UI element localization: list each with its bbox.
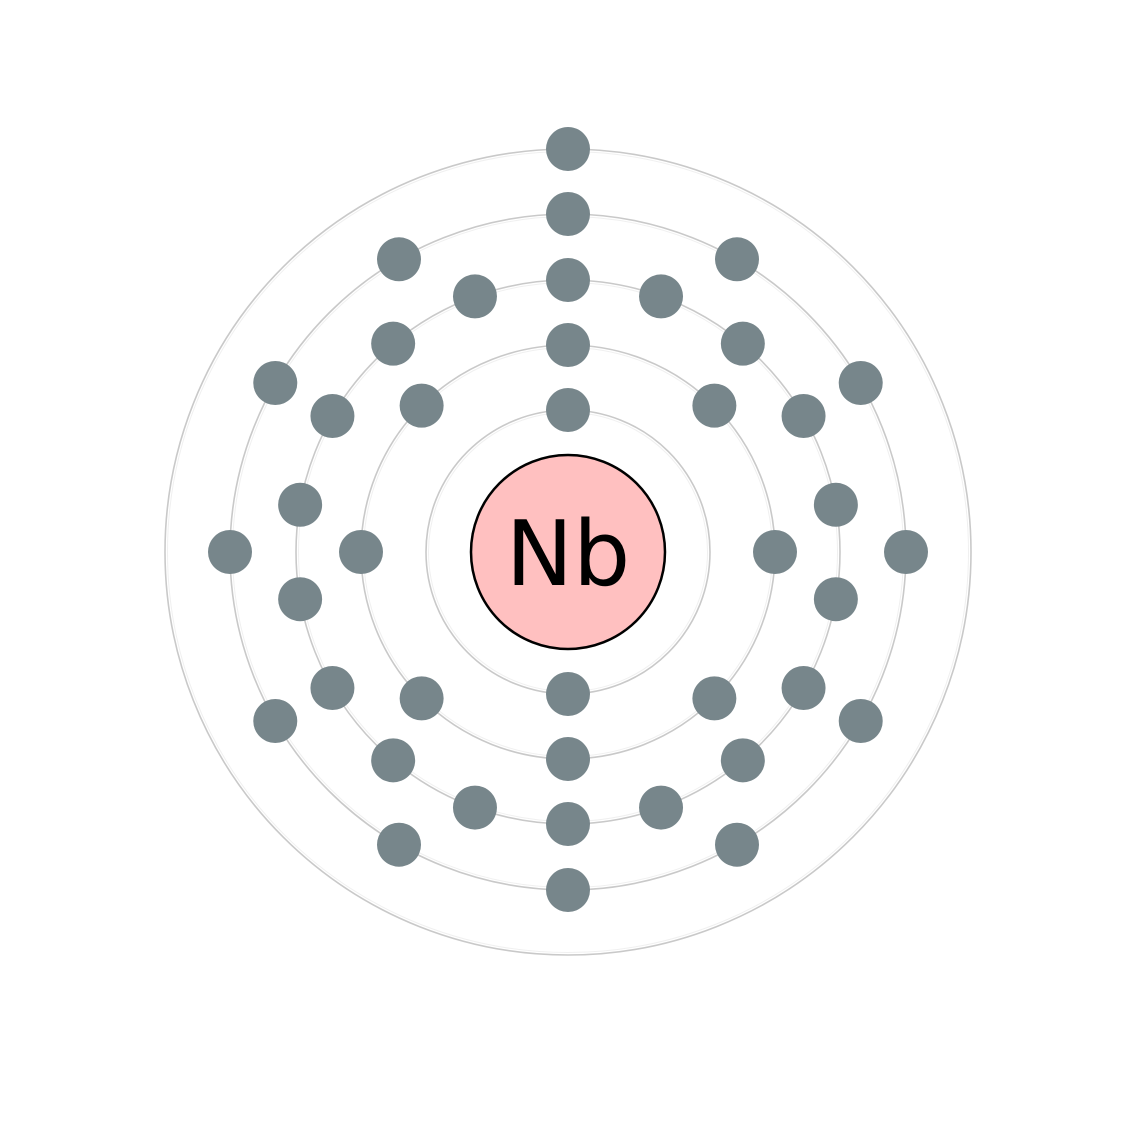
electron-shell-3-11 <box>452 785 497 830</box>
electron-shell-2-6 <box>399 676 444 721</box>
electron-shell-2-2 <box>692 383 737 428</box>
electron-shell-3-7 <box>781 666 826 710</box>
electron-shell-4-6 <box>715 822 759 867</box>
electron-shell-2-3 <box>753 530 797 574</box>
electron-shell-4-5 <box>838 699 883 743</box>
electron-shell-4-4 <box>884 530 928 574</box>
electron-shell-4-11 <box>253 361 298 405</box>
electron-shell-2-5 <box>546 737 590 781</box>
electron-shell-3-10 <box>546 802 590 846</box>
electron-shell-3-13 <box>310 666 355 710</box>
electron-shell-4-12 <box>377 237 421 282</box>
electron-shell-1-1 <box>546 388 590 432</box>
electron-shell-3-12 <box>371 738 416 783</box>
electron-shell-3-5 <box>813 482 858 527</box>
electron-shell-4-10 <box>208 530 252 574</box>
electron-shell-3-14 <box>278 577 323 622</box>
electron-shell-3-2 <box>639 274 684 319</box>
electron-shell-2-7 <box>339 530 383 574</box>
electron-shell-4-9 <box>253 699 298 743</box>
electron-shell-3-15 <box>278 482 323 527</box>
electron-shell-2-4 <box>692 676 737 721</box>
electron-shell-4-3 <box>838 361 883 405</box>
electron-shell-1-2 <box>546 672 590 716</box>
electron-shell-3-1 <box>546 258 590 302</box>
electron-shell-3-17 <box>371 321 416 366</box>
electron-shell-3-9 <box>639 785 684 830</box>
electron-shell-4-8 <box>377 822 421 867</box>
electrons <box>208 127 928 912</box>
electron-shell-2-8 <box>399 383 444 428</box>
nucleus <box>469 453 667 651</box>
electron-shell-4-7 <box>546 868 590 912</box>
element-symbol: Nb <box>506 502 630 607</box>
electron-shell-4-1 <box>546 192 590 236</box>
electron-shell-3-3 <box>720 321 765 366</box>
electron-shell-3-16 <box>310 394 355 438</box>
electron-shell-2-1 <box>546 323 590 367</box>
electron-shell-5-1 <box>546 127 590 171</box>
electron-shell-3-4 <box>781 394 826 438</box>
electron-shell-3-8 <box>720 738 765 783</box>
electron-shell-4-2 <box>715 237 759 282</box>
electron-shell-3-18 <box>452 274 497 319</box>
electron-shell-3-6 <box>813 577 858 622</box>
